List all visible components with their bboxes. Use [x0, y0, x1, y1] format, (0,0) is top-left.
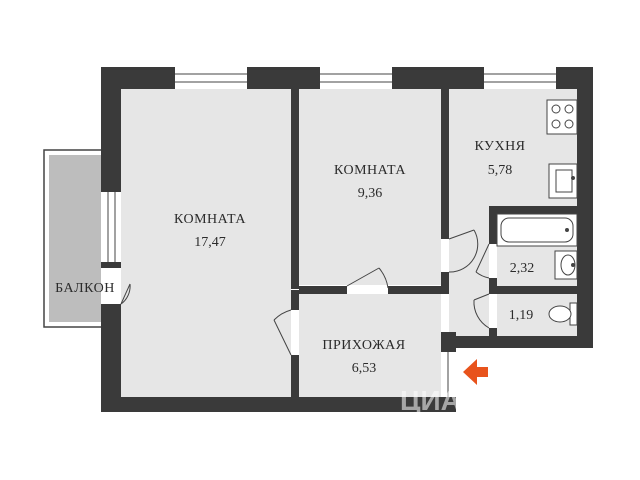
toilet-bowl [548, 302, 578, 326]
watermark: ЦИАН [400, 385, 481, 416]
entrance-arrow-icon [463, 359, 488, 385]
floor-hall [299, 294, 441, 397]
balcony [43, 149, 103, 328]
kitchen-label: КУХНЯ [474, 139, 525, 154]
kitchen-area: 5,78 [488, 163, 513, 178]
wall-bottom [101, 397, 454, 412]
wall-wet-bottom [441, 336, 593, 348]
window-balcony [101, 192, 121, 262]
wall-bedroom-bottom-a [299, 286, 347, 294]
door-living [273, 309, 292, 356]
balcony-door [101, 268, 131, 305]
balcony-label: БАЛКОН [55, 281, 115, 296]
window-bedroom [320, 67, 392, 89]
windows [101, 67, 556, 305]
wall-part-1c [291, 355, 299, 397]
entrance-marker [441, 352, 488, 397]
balcony-floor [49, 155, 101, 322]
wall-part-2b [441, 272, 449, 294]
wall-toilet-left [489, 328, 497, 348]
toilet-area: 1,19 [509, 308, 534, 323]
stove [546, 99, 578, 135]
bathroom-area: 2,32 [510, 261, 535, 276]
wall-entry-pillar [441, 332, 456, 352]
living-room-area: 17,47 [194, 235, 226, 250]
floor-hall-ext [449, 206, 489, 336]
bedroom-label: КОМНАТА [334, 163, 406, 178]
fixtures [496, 99, 578, 326]
door-kitchen [448, 229, 479, 273]
doors [273, 229, 490, 356]
window-kitchen [484, 67, 556, 89]
door-toilet [473, 293, 490, 329]
wall-part-1b [291, 290, 299, 310]
hall-area: 6,53 [352, 361, 377, 376]
floor-living [121, 89, 291, 397]
wall-kitchen-bottom [489, 206, 593, 214]
wall-part-1 [291, 89, 299, 289]
kitchen-sink [548, 163, 578, 199]
room-labels: КОМНАТА 17,47 КОМНАТА 9,36 КУХНЯ 5,78 ПР… [55, 139, 534, 376]
wall-bedroom-bottom-b [388, 286, 449, 294]
wall-part-2 [441, 89, 449, 239]
wall-bath-toilet [489, 286, 593, 294]
washbasin [554, 250, 578, 280]
bedroom-area: 9,36 [358, 186, 383, 201]
hall-label: ПРИХОЖАЯ [322, 338, 405, 353]
floor-bedroom [299, 89, 441, 285]
door-bathroom [475, 243, 490, 279]
door-bedroom [346, 267, 389, 289]
wall-bath-left [489, 206, 497, 244]
window-living [175, 67, 247, 89]
bathtub [496, 213, 578, 247]
living-room-label: КОМНАТА [174, 212, 246, 227]
